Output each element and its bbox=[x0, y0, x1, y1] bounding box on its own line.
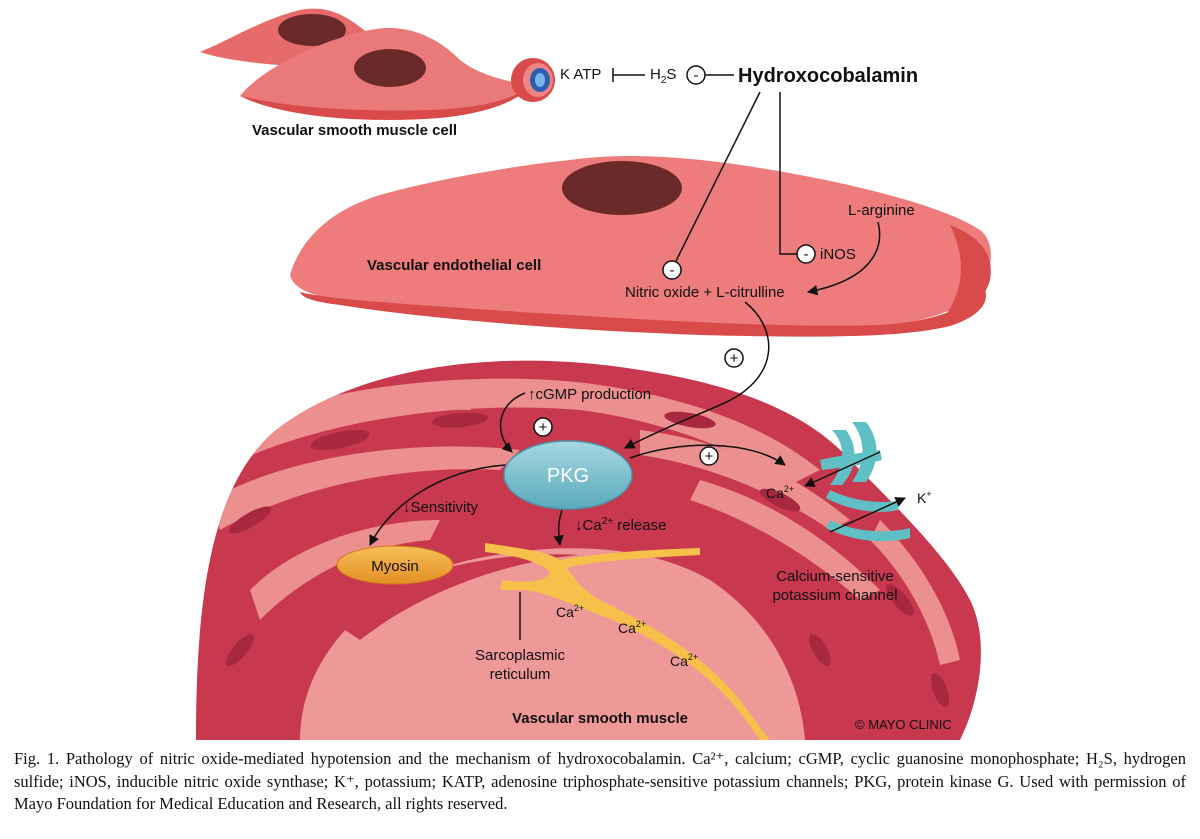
pkg-node bbox=[503, 440, 633, 510]
copyright-label: © MAYO CLINIC bbox=[855, 717, 952, 732]
minus-badge-no bbox=[662, 260, 682, 280]
cgmp-label: ↑cGMP production bbox=[528, 386, 651, 403]
plus-badge-channel bbox=[699, 446, 719, 466]
minus-sign: - bbox=[804, 246, 809, 263]
plus-sign: + bbox=[730, 350, 739, 367]
myosin-node bbox=[336, 545, 454, 585]
vsm-title: Vascular smooth muscle bbox=[512, 710, 688, 727]
ca-label-1: Ca2+ bbox=[556, 603, 584, 620]
no-to-pkg-arrow bbox=[624, 301, 770, 449]
inos-label: iNOS bbox=[820, 246, 856, 263]
plus-badge-no bbox=[724, 348, 744, 368]
h2s-label: H2S bbox=[650, 66, 676, 86]
minus-sign: - bbox=[694, 67, 699, 84]
hc-to-no-line bbox=[675, 91, 761, 262]
no-citrulline-label: Nitric oxide + L-citrulline bbox=[625, 284, 785, 301]
plus-sign: + bbox=[705, 448, 714, 465]
pkg-to-channel-arrow bbox=[629, 444, 786, 466]
vsmc-illustration bbox=[200, 8, 555, 120]
cgmp-arrow bbox=[499, 392, 526, 453]
ca-label-3: Ca2+ bbox=[670, 652, 698, 669]
pkg-to-sr-arrow bbox=[553, 509, 564, 547]
ca-label-2: Ca2+ bbox=[618, 619, 646, 636]
sr-label-line1: Sarcoplasmic bbox=[475, 647, 566, 664]
plus-sign: + bbox=[539, 419, 548, 436]
pkg-to-myosin-arrow bbox=[369, 464, 506, 546]
channel-label-line1: Calcium-sensitive bbox=[776, 568, 894, 585]
sensitivity-label: ↓Sensitivity bbox=[403, 499, 479, 516]
nucleus-small bbox=[278, 14, 346, 46]
ca-influx-arrow bbox=[804, 451, 881, 487]
ca-channel-label: Ca2+ bbox=[766, 484, 794, 501]
minus-sign: - bbox=[670, 262, 675, 279]
nucleus-large bbox=[354, 49, 426, 87]
sr-label-line2: reticulum bbox=[490, 666, 551, 683]
katp-label: K ATP bbox=[560, 66, 601, 83]
k-efflux-arrow bbox=[829, 497, 906, 533]
channel-label-line2: potassium channel bbox=[772, 587, 897, 604]
figure-caption: Fig. 1. Pathology of nitric oxide-mediat… bbox=[14, 749, 1186, 813]
hydroxocobalamin-label: Hydroxocobalamin bbox=[738, 65, 918, 87]
ca-release-label: ↓Ca2+ release bbox=[575, 516, 666, 534]
arginine-arrow bbox=[806, 221, 881, 296]
vec-title: Vascular endothelial cell bbox=[367, 257, 541, 274]
k-label: K+ bbox=[917, 489, 932, 506]
l-arginine-label: L-arginine bbox=[848, 202, 915, 219]
hc-to-inos-line bbox=[779, 92, 797, 255]
vsmc-title: Vascular smooth muscle cell bbox=[252, 122, 457, 139]
smooth-muscle-tissue bbox=[196, 360, 981, 740]
potassium-channel bbox=[820, 422, 910, 542]
vessel-cross-section bbox=[511, 58, 555, 102]
pkg-label: PKG bbox=[547, 465, 589, 487]
endothelial-cell bbox=[290, 155, 991, 337]
plus-badge-cgmp bbox=[533, 417, 553, 437]
sarcoplasmic-reticulum bbox=[485, 543, 770, 740]
myosin-label: Myosin bbox=[371, 558, 419, 575]
mechanism-diagram: Vascular smooth muscle cell K ATP H2S - … bbox=[196, 8, 991, 740]
endothelial-nucleus bbox=[562, 161, 682, 215]
